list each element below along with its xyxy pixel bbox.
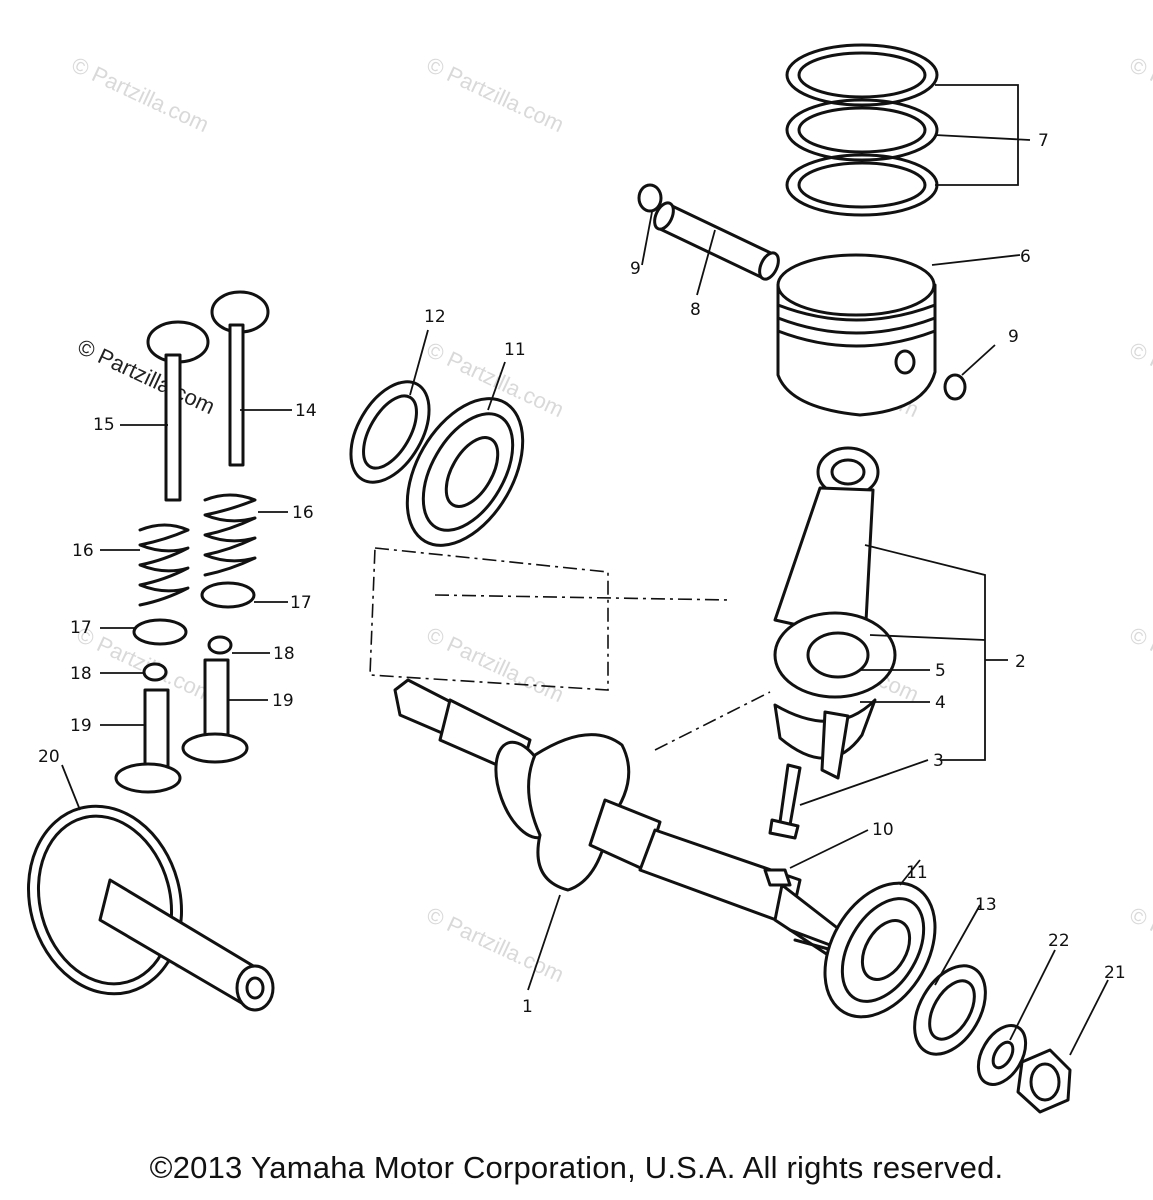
watermark: © Partzilla.com: [423, 622, 568, 707]
callout-17: 17: [290, 593, 312, 613]
callout-6: 6: [1020, 247, 1031, 267]
copyright-notice: ©2013 Yamaha Motor Corporation, U.S.A. A…: [149, 1150, 1004, 1185]
piston-rings: [785, 43, 939, 217]
callout-20: 20: [38, 747, 60, 767]
piston-pin: [653, 201, 780, 281]
callout-9: 9: [1008, 327, 1019, 347]
callout-19: 19: [272, 691, 294, 711]
bearing-upper: [405, 397, 525, 547]
callout-1: 1: [522, 997, 533, 1017]
callout-22: 22: [1048, 931, 1070, 951]
callout-9: 9: [630, 259, 641, 279]
piston: [776, 253, 937, 417]
watermark: © Partzilla.com: [68, 52, 213, 137]
callout-19: 19: [70, 716, 92, 736]
callout-3: 3: [933, 751, 944, 771]
spring-retainer: [132, 581, 256, 646]
valve: [146, 290, 270, 502]
rod-cap: [773, 698, 877, 780]
callout-5: 5: [935, 661, 946, 681]
callout-16: 16: [292, 503, 314, 523]
callout-10: 10: [872, 820, 894, 840]
callout-14: 14: [295, 401, 317, 421]
callout-11: 11: [504, 340, 526, 360]
callout-13: 13: [975, 895, 997, 915]
callouts: 1 2 3 4 5 6 7 8 9 9 10 11 11 12 13 14 15…: [38, 131, 1126, 1017]
watermark: © Partzilla.com: [1126, 52, 1153, 137]
assembly-guide: [369, 547, 771, 751]
watermark: © Partzilla.com: [423, 52, 568, 137]
washer: [976, 1024, 1028, 1086]
callout-4: 4: [935, 693, 946, 713]
valve-spring: [138, 493, 257, 607]
crankshaft: [393, 678, 842, 957]
oil-seal-lower: [913, 964, 987, 1056]
callout-18: 18: [273, 644, 295, 664]
callout-21: 21: [1104, 963, 1126, 983]
nut: [1016, 1048, 1072, 1114]
callout-11: 11: [906, 863, 928, 883]
camshaft: [26, 804, 275, 1012]
watermark: © Partzilla.com: [1126, 622, 1153, 707]
callout-15: 15: [93, 415, 115, 435]
watermark: © Partzilla.com: [423, 902, 568, 987]
callout-8: 8: [690, 300, 701, 320]
rod-bolt: [768, 763, 802, 840]
callout-16: 16: [72, 541, 94, 561]
callout-12: 12: [424, 307, 446, 327]
callout-7: 7: [1038, 131, 1049, 151]
callout-18: 18: [70, 664, 92, 684]
oil-seal-upper: [349, 380, 431, 484]
watermark: © Partzilla.com: [1126, 337, 1153, 422]
watermark: © Partzilla.com: [1126, 902, 1153, 987]
valve-cotter: [142, 635, 233, 682]
valve-lifter: [114, 658, 249, 794]
connecting-rod: [773, 446, 897, 699]
crank-key: [763, 868, 792, 887]
callout-2: 2: [1015, 652, 1026, 672]
bearing-lower: [823, 881, 937, 1019]
piston-pin-clip: [637, 183, 967, 401]
leader-lines: [61, 84, 1109, 1056]
callout-17: 17: [70, 618, 92, 638]
